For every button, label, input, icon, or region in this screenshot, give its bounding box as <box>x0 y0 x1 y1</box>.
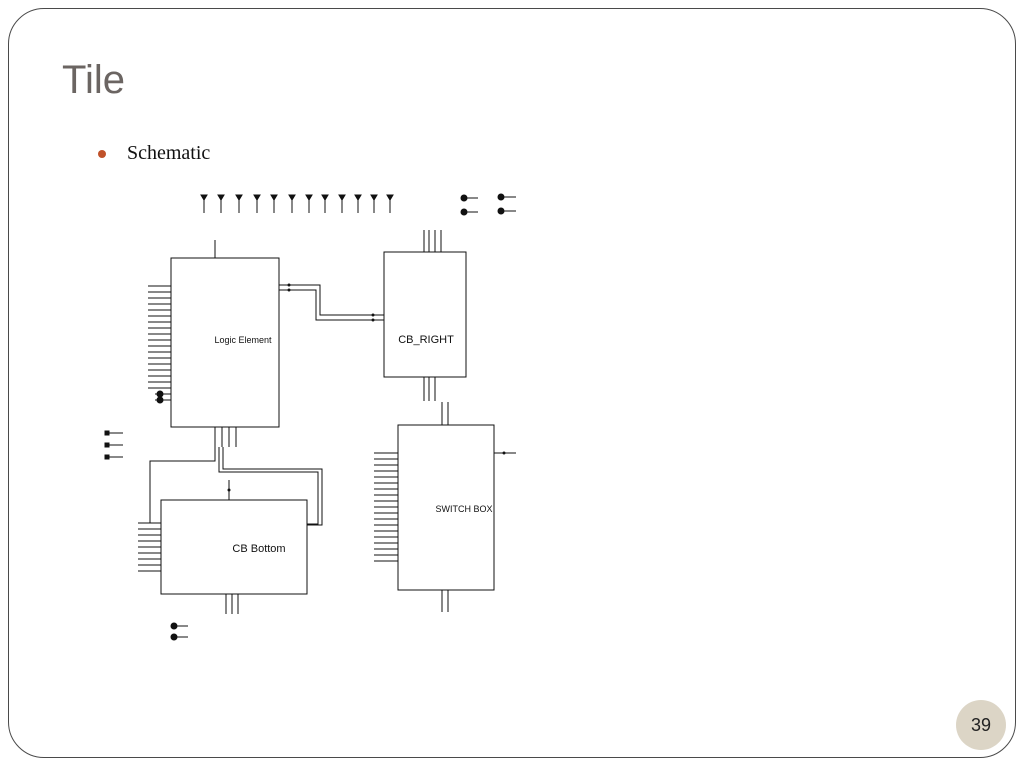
top-input-pin-heads <box>200 194 394 201</box>
bullet-dot-icon <box>98 149 106 158</box>
cb-bottom-left-inputs <box>138 522 161 572</box>
logic-element-label: Logic Element <box>214 335 272 345</box>
page-number-badge: 39 <box>956 700 1006 750</box>
bullet-item: Schematic <box>98 142 210 165</box>
cb-right-block <box>383 251 467 378</box>
bullet-text: Schematic <box>127 142 211 164</box>
logic-element-block <box>170 257 280 428</box>
switch-box-label: SWITCH BOX <box>435 504 492 514</box>
top-input-pins <box>203 195 391 213</box>
cb-right-label: CB_RIGHT <box>398 334 454 346</box>
switch-box-left-inputs <box>374 452 398 562</box>
slide-title: Tile <box>62 58 125 102</box>
top-right-pins <box>463 196 516 213</box>
slide-frame <box>8 8 1016 758</box>
logic-element-left-inputs <box>148 285 171 401</box>
cb-bottom-label: CB Bottom <box>232 543 285 555</box>
